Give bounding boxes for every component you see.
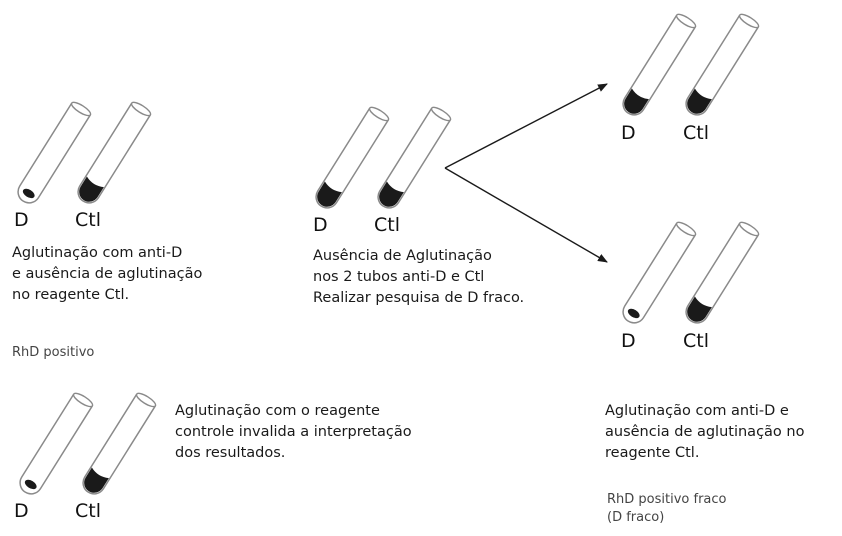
rhd-positive-description: Aglutinação com anti-D e ausência de agl…	[12, 245, 203, 303]
arrows-layer	[444, 83, 608, 263]
tubes-layer	[17, 13, 760, 495]
tube-control	[82, 392, 157, 495]
weak-d-result: RhD positivo fraco (D fraco)	[607, 492, 727, 525]
tube-label-control: Ctl	[683, 330, 709, 352]
tube-label-control: Ctl	[75, 209, 101, 231]
tube-control	[685, 13, 760, 116]
tube-anti-d	[315, 106, 390, 209]
invalid-control-description: Aglutinação com o reagente controle inva…	[175, 403, 412, 461]
tube-control	[685, 221, 760, 324]
no-agglutination-description: Ausência de Aglutinação nos 2 tubos anti…	[313, 248, 525, 306]
tube-anti-d	[19, 392, 94, 495]
tube-anti-d	[17, 101, 92, 204]
branch-arrow-up	[444, 83, 608, 169]
tube-anti-d	[622, 13, 697, 116]
tube-anti-d	[622, 221, 697, 324]
tube-label-anti-d: D	[313, 214, 328, 236]
tube-label-control: Ctl	[374, 214, 400, 236]
tube-label-anti-d: D	[621, 122, 636, 144]
tube-control	[77, 101, 152, 204]
branch-arrow-down	[444, 167, 608, 263]
tube-control	[377, 106, 452, 209]
rhd-positive-result: RhD positivo	[12, 345, 95, 360]
tube-label-control: Ctl	[683, 122, 709, 144]
weak-d-description: Aglutinação com anti-D e ausência de agl…	[605, 403, 805, 461]
tube-label-anti-d: D	[14, 209, 29, 231]
tube-label-anti-d: D	[621, 330, 636, 352]
tube-label-anti-d: D	[14, 500, 29, 522]
tube-label-control: Ctl	[75, 500, 101, 522]
